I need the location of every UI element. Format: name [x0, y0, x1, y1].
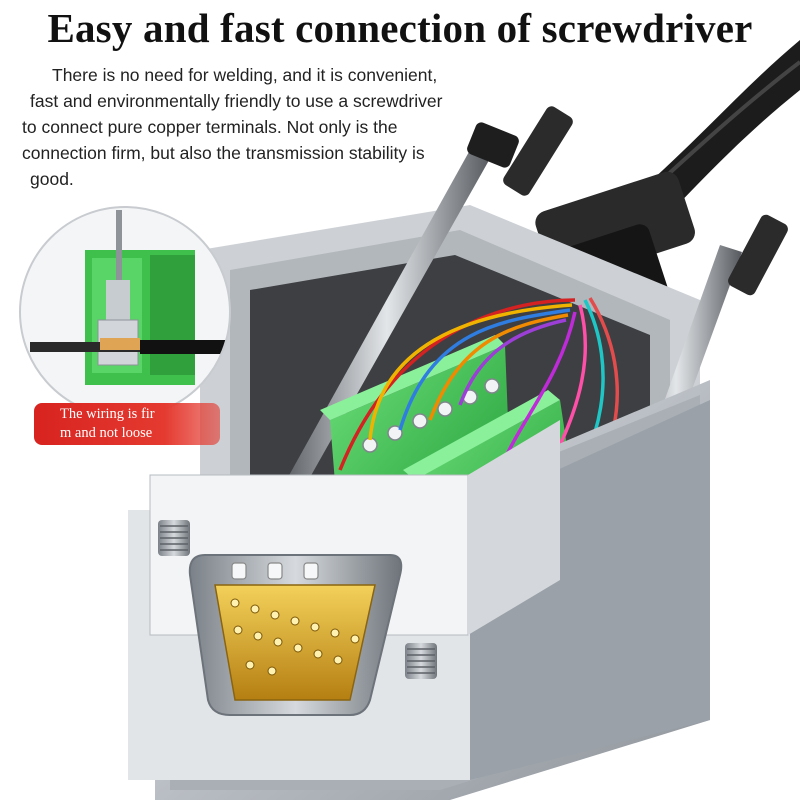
- thumb-screw-right: [405, 643, 437, 679]
- thumb-screw-left: [158, 520, 190, 556]
- screw-terminal-closeup: [20, 207, 230, 417]
- wiring-callout-badge: The wiring is fir m and not loose: [34, 403, 220, 445]
- description-text: There is no need for welding, and it is …: [22, 62, 542, 192]
- callout-line: The wiring is fir: [60, 406, 155, 422]
- description-line: There is no need for welding, and it is …: [52, 65, 438, 85]
- description-line: connection firm, but also the transmissi…: [22, 143, 425, 163]
- page-title: Easy and fast connection of screwdriver: [47, 5, 753, 51]
- gold-pins: [230, 598, 360, 676]
- description-line: fast and environmentally friendly to use…: [30, 91, 443, 111]
- callout-line: m and not loose: [60, 425, 153, 441]
- description-line: to connect pure copper terminals. Not on…: [22, 117, 398, 137]
- description-line: good.: [30, 169, 74, 189]
